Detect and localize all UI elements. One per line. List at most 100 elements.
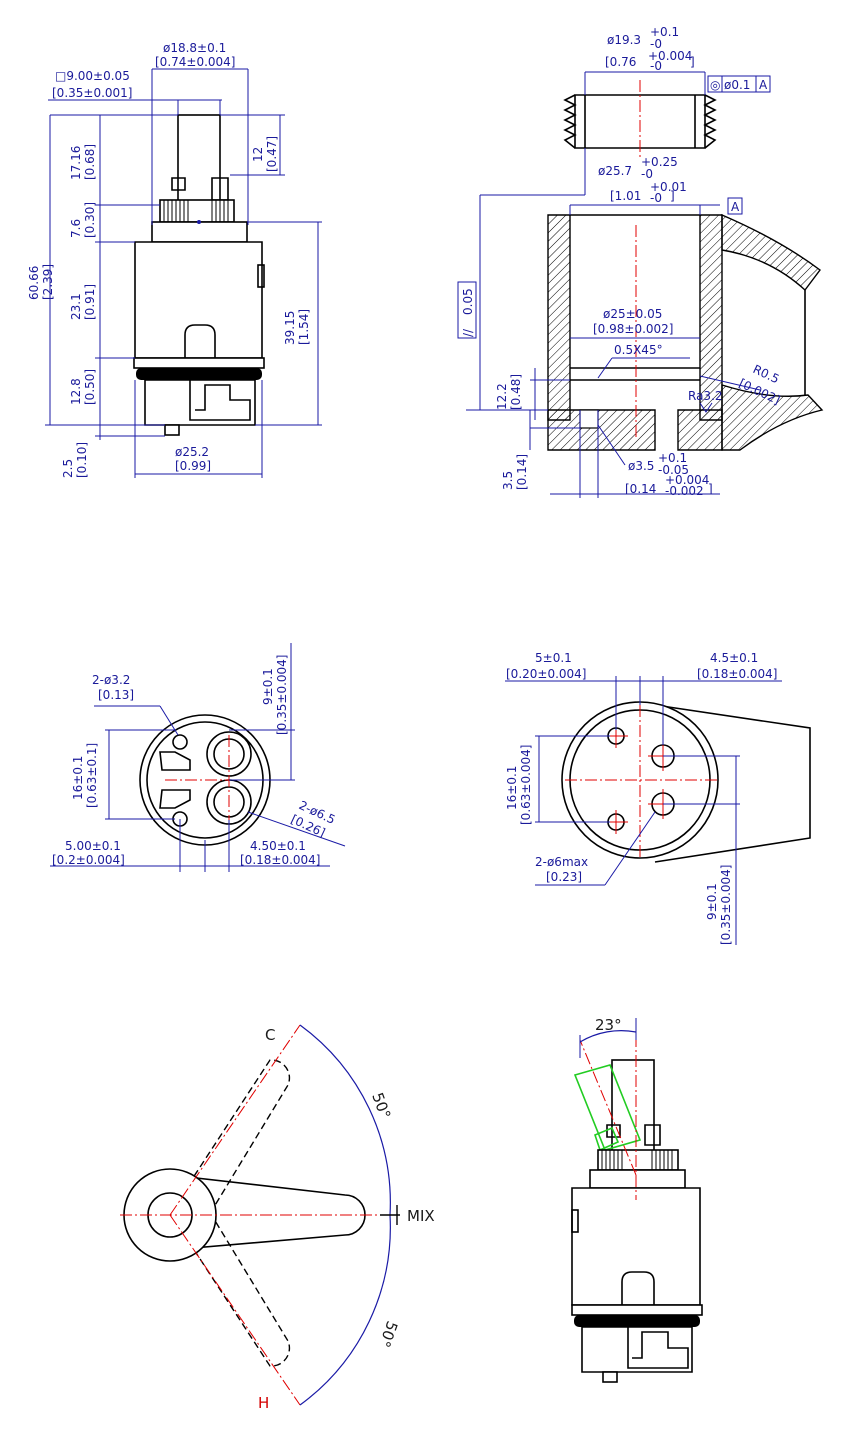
tilt-angle-label: 23°	[595, 1016, 622, 1034]
dim-chamfer: 0.5X45°	[614, 343, 663, 357]
dim-h2: 7.6	[69, 219, 83, 238]
dim-h1: 17.16	[69, 146, 83, 180]
lever-rotation-diagram: C H MIX 50° 50°	[120, 1024, 435, 1412]
cartridge-body-2	[571, 1187, 701, 1306]
dim-h45: 4.50±0.1	[250, 839, 306, 853]
o-ring	[136, 368, 262, 380]
dim-d-thread: ø19.3	[607, 33, 641, 47]
dim-h45-in: [0.18±0.004]	[240, 853, 321, 867]
housing-section-view: ø19.3 +0.1 -0 [0.76 +0.004 -0 ] ◎ ø0.1 A…	[457, 25, 824, 498]
dim-d-top-in: [0.74±0.004]	[155, 55, 236, 69]
dim-d-bore-tol-top: +0.25	[641, 155, 678, 169]
dim-h5-in: [0.10]	[75, 442, 89, 478]
concentricity-symbol: ◎	[710, 78, 720, 92]
dim-d-thread-tol-bot: -0	[650, 37, 662, 51]
dim-h1-in: [0.68]	[83, 144, 97, 180]
roughness-label: Ra3.2	[688, 389, 723, 403]
dim-d-body-in: [0.99]	[175, 459, 211, 473]
angle-bottom-label: 50°	[375, 1319, 401, 1350]
gear-teeth	[163, 200, 229, 222]
dim-d-seat: ø25±0.05	[603, 307, 662, 321]
dim-h45-in: [0.18±0.004]	[697, 667, 778, 681]
dim-texts-mid-right: 5±0.1 [0.20±0.004] 4.5±0.1 [0.18±0.004] …	[505, 651, 778, 945]
dim-holes-in: [0.23]	[546, 870, 582, 884]
dim-holes-in: [0.13]	[98, 688, 134, 702]
dim-39: 39.15	[283, 311, 297, 345]
dim-h45: 4.5±0.1	[710, 651, 758, 665]
dim-h-total: 60.66	[27, 266, 41, 300]
dim-d-pin-in-tol-top: +0.004	[665, 473, 709, 487]
dim-v9: 9±0.1	[705, 883, 719, 920]
dim-v16-in: [0.63±0.004]	[519, 745, 533, 826]
concentricity-datum: A	[759, 78, 768, 92]
dim-holes: 2-ø6max	[535, 855, 588, 869]
cold-label: C	[265, 1026, 275, 1044]
dim-square: □9.00±0.05	[55, 69, 130, 83]
dim-12: 12	[251, 147, 265, 162]
cartridge-tilt-view: 23°	[571, 1016, 703, 1383]
dim-h2-in: [0.30]	[83, 202, 97, 238]
mix-label: MIX	[407, 1207, 435, 1225]
dim-h5: 5.00±0.1	[65, 839, 121, 853]
dim-h3-in: [0.91]	[83, 284, 97, 320]
locating-hole-top	[172, 734, 188, 750]
dim-v16: 16±0.1	[505, 766, 519, 810]
dim-h4-in: [0.50]	[83, 369, 97, 405]
dim-v9: 9±0.1	[261, 668, 275, 705]
spline-gear	[159, 199, 235, 223]
dim-h-seat-in: [0.48]	[509, 374, 523, 410]
dim-d-pin-tol-top: +0.1	[658, 451, 687, 465]
cartridge-body	[134, 241, 263, 359]
dim-d-thread-tol-top: +0.1	[650, 25, 679, 39]
dim-d-bore-in-tol-bot: -0	[650, 191, 662, 205]
dim-v16: 16±0.1	[71, 756, 85, 800]
parallel-value: 0.05	[461, 288, 475, 315]
dim-h5: 5±0.1	[535, 651, 572, 665]
dim-d-seat-in: [0.98±0.002]	[593, 322, 674, 336]
dim-v9-in: [0.35±0.004]	[719, 865, 733, 946]
dim-v16-in: [0.63±0.1]	[85, 743, 99, 808]
dim-d-pin-in-end: ]	[708, 482, 713, 496]
dim-d-bore: ø25.7	[598, 164, 632, 178]
dim-d-body: ø25.2	[175, 445, 209, 459]
dim-h4: 12.8	[69, 378, 83, 405]
dim-holes: 2-ø3.2	[92, 673, 130, 687]
dim-12-in: [0.47]	[265, 136, 279, 172]
stem	[177, 114, 221, 206]
dim-d-bore-tol-bot: -0	[641, 167, 653, 181]
dim-h5-in: [0.20±0.004]	[506, 667, 587, 681]
dim-h-pin: 3.5	[501, 471, 515, 490]
dim-d-thread-in-tol-top: +0.004	[648, 49, 692, 63]
concentricity-value: ø0.1	[724, 78, 750, 92]
angle-top-label: 50°	[368, 1090, 394, 1121]
dim-d-bore-in: [1.01	[610, 189, 641, 203]
dim-h5: 2.5	[61, 459, 75, 478]
dim-h3: 23.1	[69, 293, 83, 320]
dim-h-pin-in: [0.14]	[515, 454, 529, 490]
dim-h-seat: 12.2	[495, 383, 509, 410]
dim-d-thread-in: [0.76	[605, 55, 636, 69]
dim-39-in: [1.54]	[297, 309, 311, 345]
cartridge-side-view: ø18.8±0.1 [0.74±0.004] □9.00±0.05 [0.35±…	[27, 41, 322, 478]
dim-square-in: [0.35±0.001]	[52, 86, 133, 100]
cartridge-base	[144, 379, 256, 426]
dim-v9-in: [0.35±0.004]	[275, 655, 289, 736]
dim-d-bore-in-end: ]	[670, 189, 675, 203]
tilted-stem	[573, 1064, 642, 1151]
cartridge-bottom-view: 2-ø3.2 [0.13] 9±0.1 [0.35±0.004] 16±0.1 …	[50, 643, 346, 872]
housing-seat-view: 5±0.1 [0.20±0.004] 4.5±0.1 [0.18±0.004] …	[505, 651, 811, 945]
dim-d-thread-in-tol-bot: -0	[650, 59, 662, 73]
o-ring-2	[574, 1315, 700, 1327]
parallel-symbol: //	[461, 328, 475, 337]
dim-h-total-in: [2.39]	[41, 264, 55, 300]
hot-label: H	[258, 1394, 269, 1412]
dim-d-top: ø18.8±0.1	[163, 41, 226, 55]
dim-texts-mid-left: 2-ø3.2 [0.13] 9±0.1 [0.35±0.004] 16±0.1 …	[52, 655, 337, 868]
feature-control-frame	[707, 75, 771, 93]
dim-d-pin-in: [0.14	[625, 482, 656, 496]
dim-d-pin-in-tol-bot: -0.002	[665, 484, 704, 498]
dim-h5-in: [0.2±0.004]	[52, 853, 125, 867]
dim-texts-top-left: ø18.8±0.1 [0.74±0.004] □9.00±0.05 [0.35±…	[27, 41, 311, 478]
datum-a-label: A	[731, 200, 740, 214]
